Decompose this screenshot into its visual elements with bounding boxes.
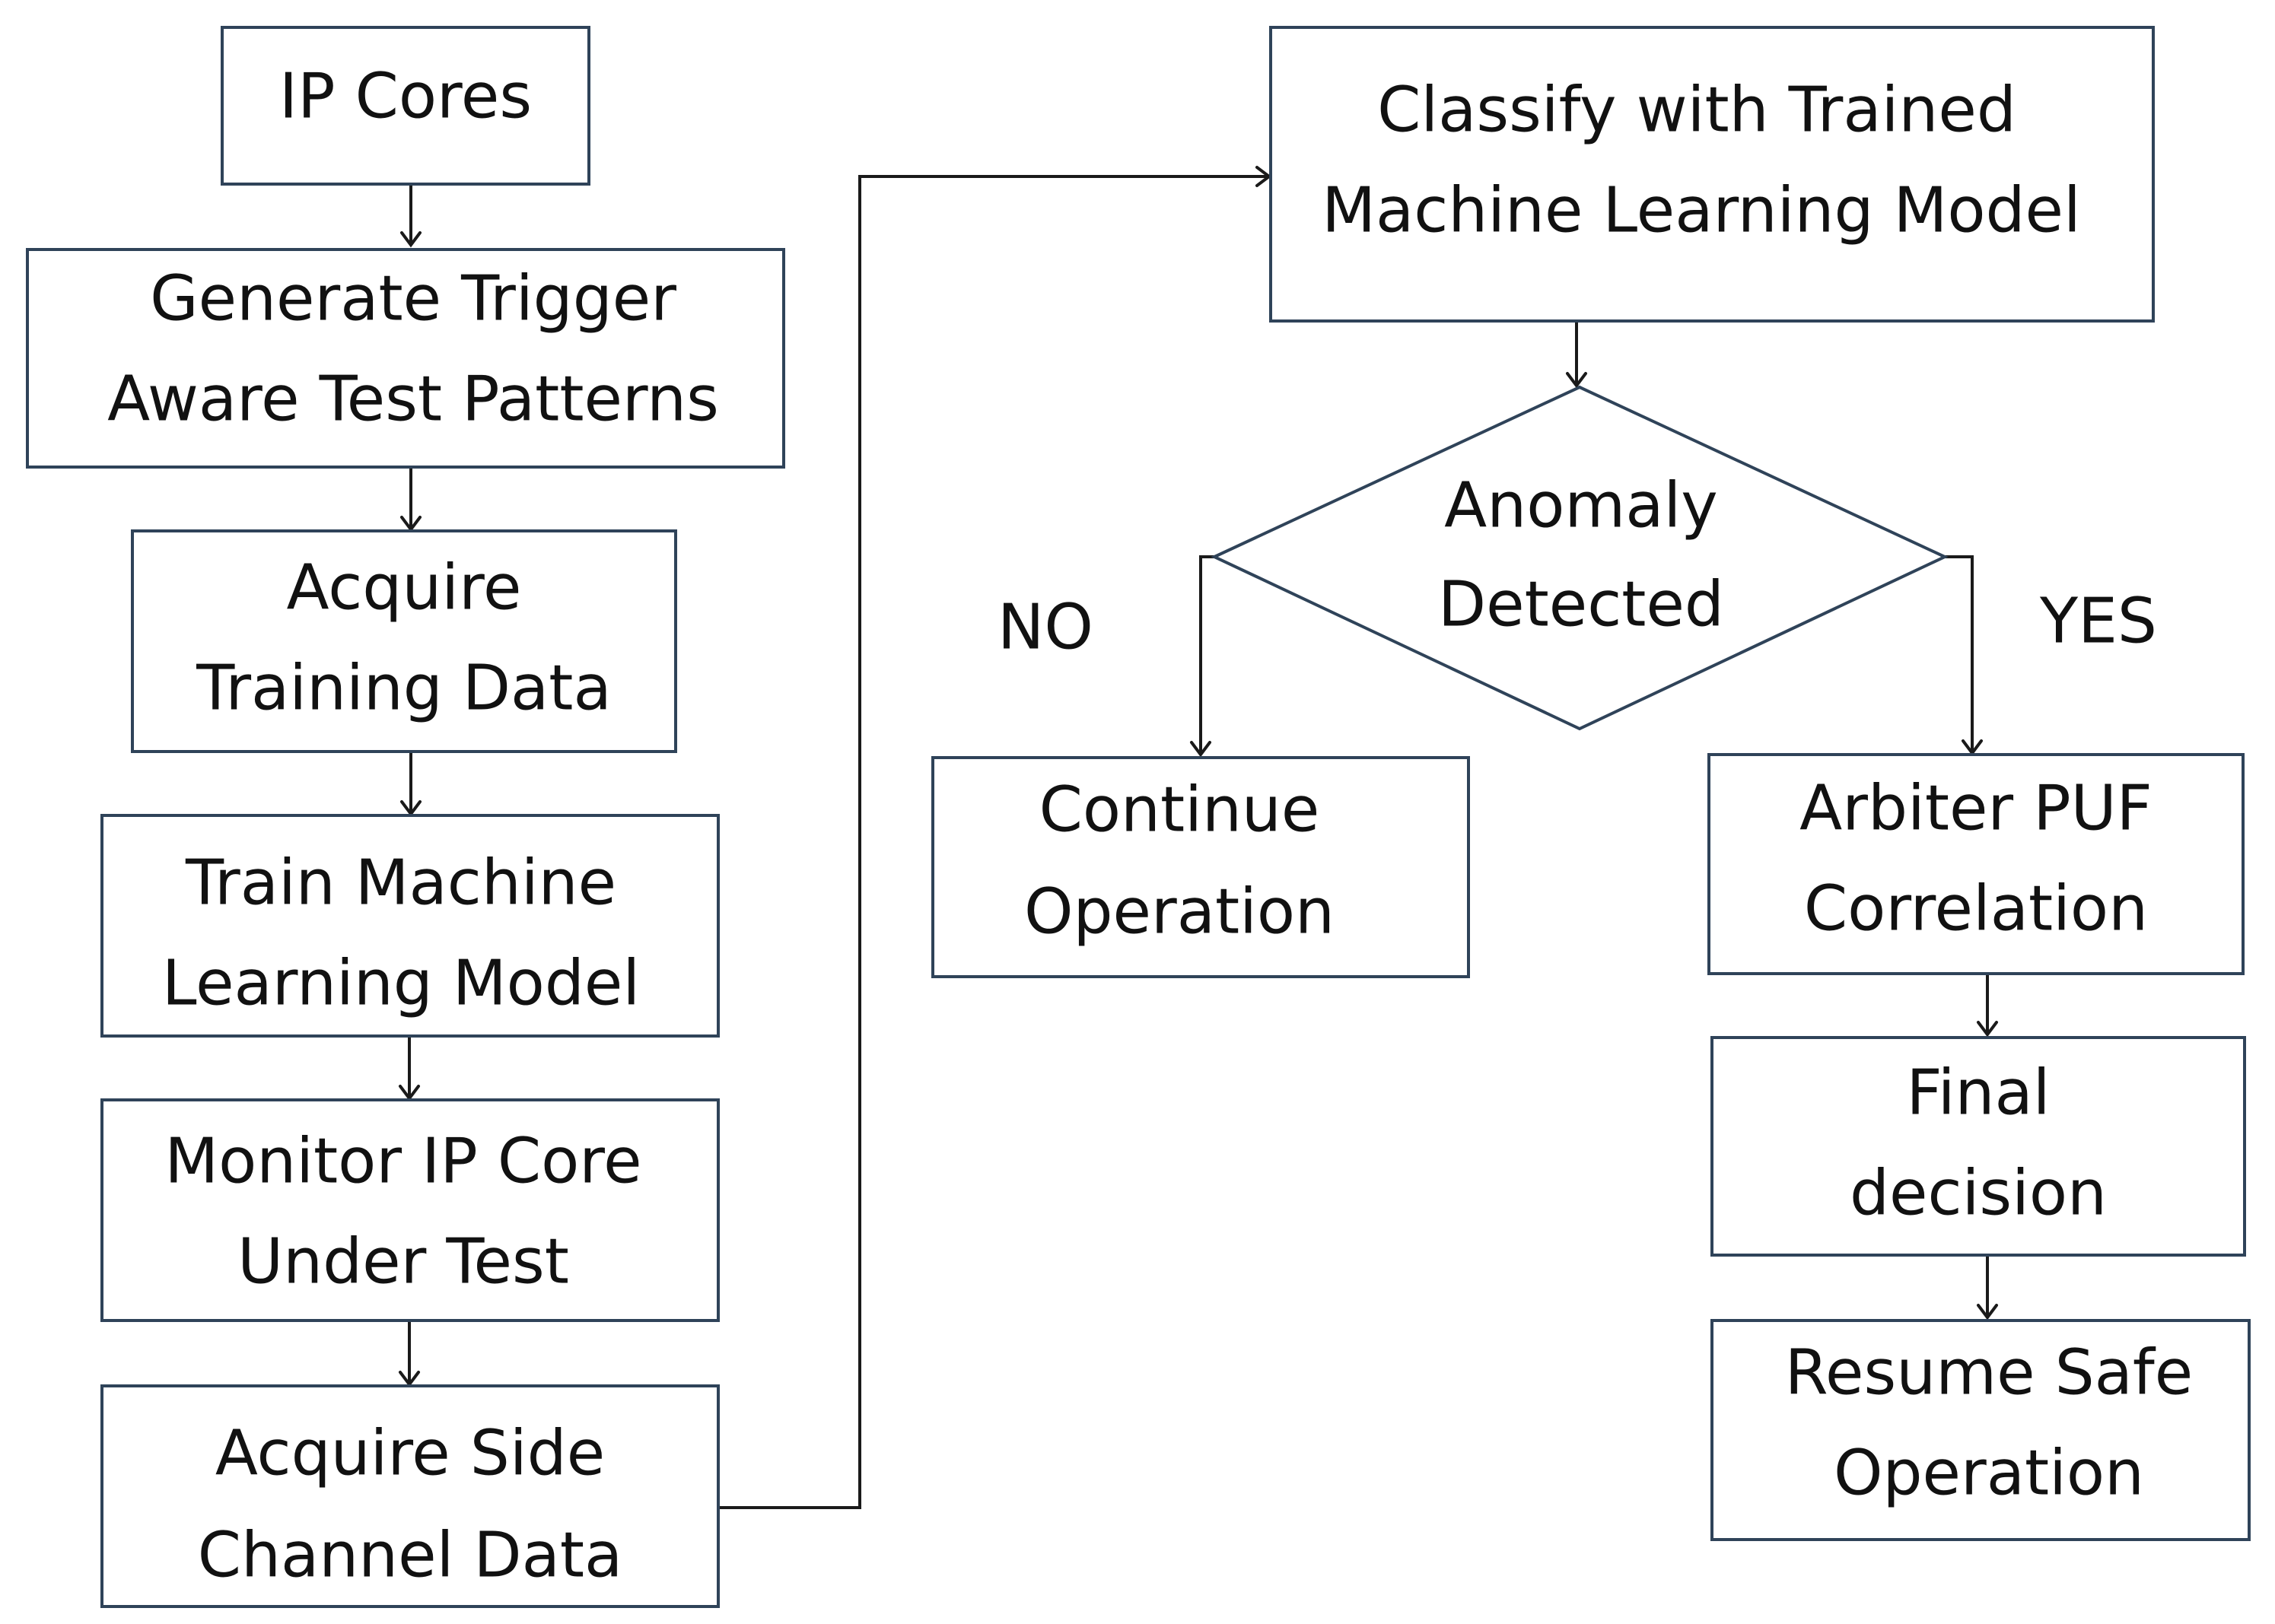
- node-train-model-line-1: Train Machine: [185, 847, 616, 919]
- node-acquire-side-channel-box: [100, 1384, 720, 1608]
- node-continue-operation-line-2: Operation: [1024, 876, 1335, 948]
- edge-anomaly-to-arbiter-puf: [1945, 555, 1974, 752]
- node-generate-patterns-line-1: Generate Trigger: [150, 262, 676, 335]
- node-final-decision-box: [1710, 1036, 2246, 1257]
- node-arbiter-puf-line-2: Correlation: [1804, 872, 2148, 945]
- node-classify-line-1: Classify with Trained: [1377, 74, 2016, 146]
- edge-acquire-side-channel-to-classify: [719, 175, 1268, 1509]
- node-resume-safe-line-2: Operation: [1834, 1437, 2144, 1509]
- node-final-decision-line-1: Final: [1907, 1057, 2051, 1129]
- node-resume-safe-line-1: Resume Safe: [1785, 1336, 2193, 1409]
- arrowhead-final-decision: [1977, 1021, 1998, 1038]
- node-monitor-core-line-1: Monitor IP Core: [164, 1125, 641, 1197]
- node-ip-cores-line-1: IP Cores: [279, 60, 532, 132]
- node-acquire-training-line-2: Training Data: [196, 652, 611, 724]
- node-continue-operation-line-1: Continue: [1039, 774, 1320, 846]
- arrowhead-anomaly-detected: [1566, 372, 1587, 389]
- node-arbiter-puf-line-1: Arbiter PUF: [1799, 772, 2152, 844]
- node-classify-line-2: Machine Learning Model: [1322, 174, 2081, 246]
- node-anomaly-detected-line-1: Anomaly: [1444, 469, 1718, 542]
- node-anomaly-detected: Anomaly Detected: [1211, 385, 1949, 731]
- node-classify: Classify with Trained Machine Learning M…: [1269, 26, 2155, 323]
- node-continue-operation-box: [931, 756, 1470, 978]
- node-acquire-side-channel-line-1: Acquire Side: [215, 1417, 605, 1489]
- node-arbiter-puf-box: [1707, 753, 2245, 975]
- label-yes: YES: [2039, 585, 2157, 657]
- node-generate-patterns-box: [26, 248, 785, 469]
- node-final-decision: Final decision: [1710, 1036, 2246, 1257]
- node-generate-patterns: Generate Trigger Aware Test Patterns: [26, 248, 785, 469]
- node-resume-safe: Resume Safe Operation: [1710, 1319, 2251, 1541]
- node-train-model-line-2: Learning Model: [162, 947, 640, 1019]
- node-acquire-training-box: [131, 529, 677, 753]
- node-acquire-training: Acquire Training Data: [131, 529, 677, 753]
- node-continue-operation: Continue Operation: [931, 756, 1470, 978]
- node-monitor-core-box: [100, 1098, 720, 1322]
- node-train-model: Train Machine Learning Model: [100, 814, 720, 1038]
- edge-anomaly-to-continue-operation: [1199, 555, 1214, 753]
- node-anomaly-detected-diamond: [1211, 385, 1949, 731]
- node-anomaly-detected-line-2: Detected: [1438, 568, 1724, 640]
- node-arbiter-puf: Arbiter PUF Correlation: [1707, 753, 2245, 975]
- node-generate-patterns-line-2: Aware Test Patterns: [107, 363, 719, 435]
- node-ip-cores: IP Cores: [221, 26, 590, 186]
- node-acquire-side-channel: Acquire Side Channel Data: [100, 1384, 720, 1608]
- edges: [399, 166, 1998, 1509]
- arrowhead-resume-safe: [1977, 1304, 1998, 1320]
- node-monitor-core: Monitor IP Core Under Test: [100, 1098, 720, 1322]
- node-monitor-core-line-2: Under Test: [237, 1225, 569, 1298]
- node-train-model-box: [100, 814, 720, 1038]
- label-no: NO: [998, 591, 1093, 663]
- node-final-decision-line-2: decision: [1850, 1157, 2107, 1229]
- arrowhead-continue-operation: [1190, 741, 1211, 758]
- node-ip-cores-box: [221, 26, 590, 186]
- node-acquire-side-channel-line-2: Channel Data: [198, 1519, 623, 1591]
- arrowhead-generate-patterns: [400, 231, 422, 248]
- node-classify-box: [1269, 26, 2155, 323]
- node-resume-safe-box: [1710, 1319, 2251, 1541]
- node-acquire-training-line-1: Acquire: [287, 551, 522, 624]
